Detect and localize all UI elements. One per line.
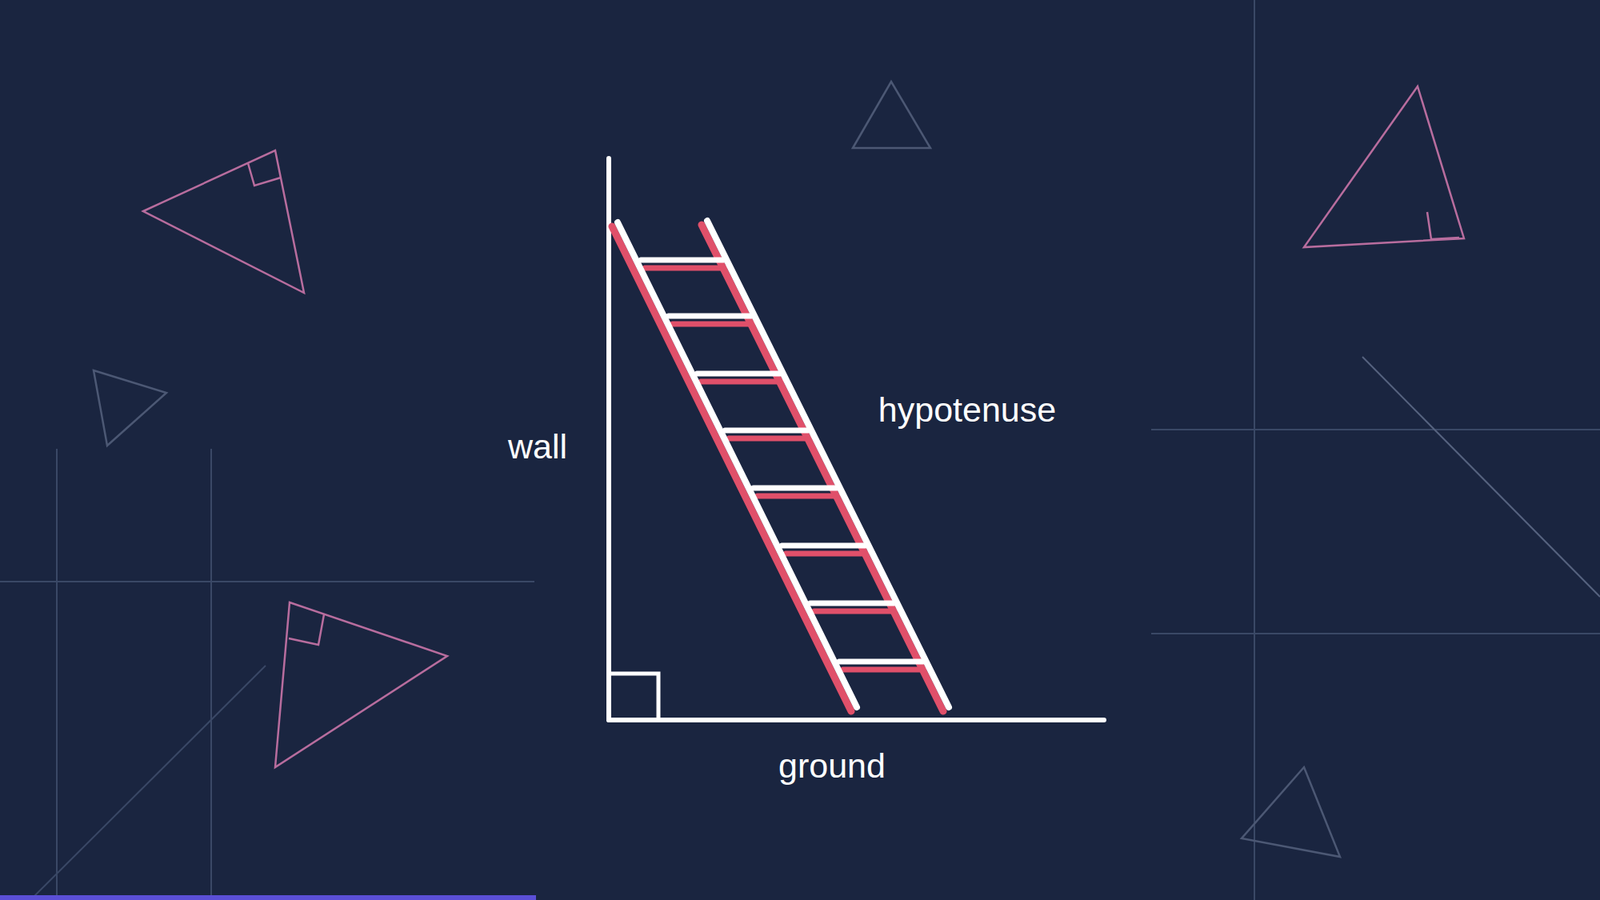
rung [839, 659, 924, 665]
rung [753, 485, 837, 492]
rung [696, 371, 780, 377]
wall-and-ground [608, 158, 1104, 720]
rail [707, 220, 949, 708]
wall-label: wall [503, 424, 572, 470]
rung-shadow [843, 667, 924, 673]
rung-shadow [672, 321, 752, 328]
rung [810, 600, 895, 607]
hypotenuse-label: hypotenuse [873, 388, 1061, 433]
progress-bar [0, 895, 536, 900]
rung-shadow [700, 379, 781, 385]
rung-shadow [757, 493, 838, 500]
ground-label: ground [773, 744, 891, 789]
rung-shadow [785, 551, 866, 557]
rung [640, 257, 724, 264]
rung-shadow [644, 265, 724, 272]
rail [617, 222, 857, 708]
rung [668, 313, 752, 320]
rung [724, 428, 808, 434]
rung-shadow [814, 608, 896, 615]
rung [781, 543, 865, 549]
ladder [612, 220, 949, 712]
rail-shadow [612, 226, 852, 712]
background-triangles [93, 81, 1464, 857]
rung-shadow [728, 436, 809, 442]
